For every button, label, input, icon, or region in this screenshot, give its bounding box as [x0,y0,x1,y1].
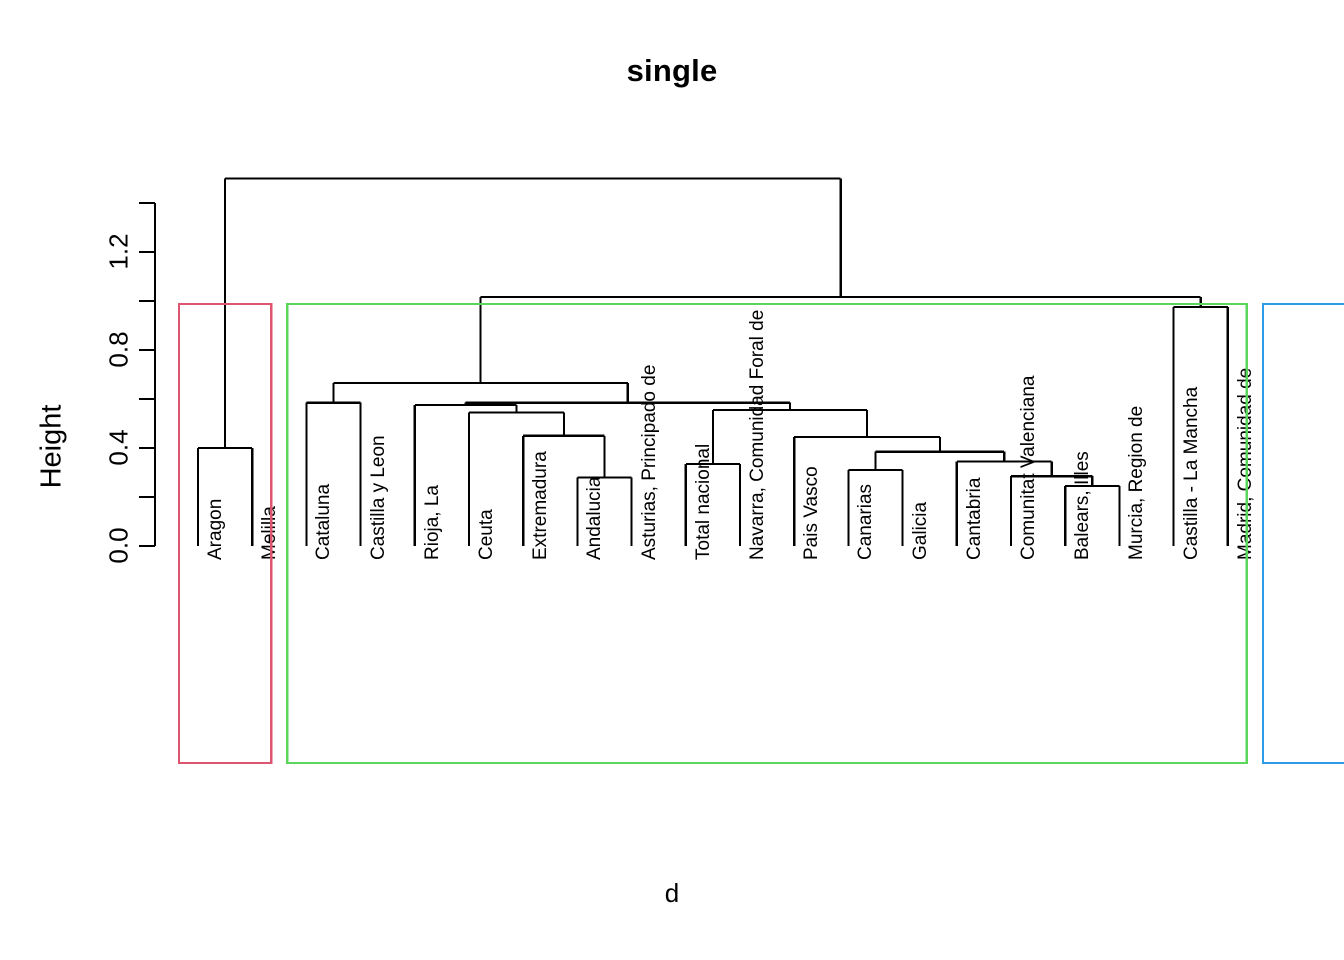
dendrogram-tree [196,177,1229,546]
x-axis-label: d [664,878,680,908]
cluster-rect [1261,302,1344,765]
cluster-rect [286,302,1249,765]
cluster-rect [177,302,273,765]
cluster-rectangles [177,302,1344,765]
y-axis [139,201,157,548]
plot-title: single [626,53,718,88]
